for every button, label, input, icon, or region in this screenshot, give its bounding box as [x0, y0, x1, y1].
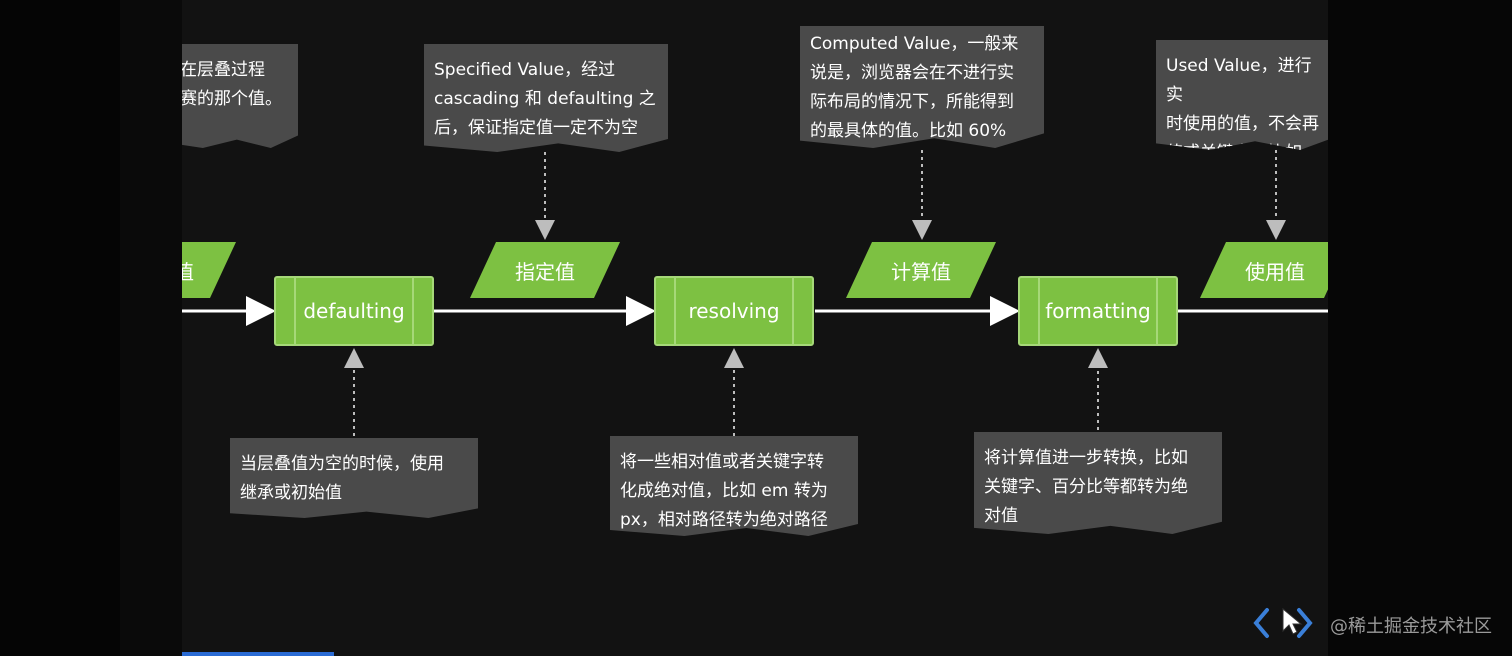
video-progress-bar[interactable] [182, 652, 334, 656]
parallelogram-computed: 计算值 [846, 242, 996, 298]
parallelogram-specified: 指定值 [470, 242, 620, 298]
note-formatting-bottom: 将计算值进一步转换，比如 关键字、百分比等都转为绝 对值 [974, 432, 1222, 534]
note-defaulting-bottom: 当层叠值为空的时候，使用 继承或初始值 [230, 438, 478, 518]
flow-connectors [182, 150, 1328, 436]
specified-label: 指定值 [515, 259, 575, 284]
watermark-text: @稀土掘金技术社区 [1330, 616, 1492, 637]
process-formatting: formatting [1018, 276, 1178, 346]
used-label: 使用值 [1245, 259, 1305, 284]
note-cascaded-top: 在层叠过程 赛的那个值。 [182, 44, 298, 148]
cascaded-label: 值 [182, 259, 194, 284]
note-used-top: Used Value，进行实 时使用的值，不会再 值或关键字。比如 4 [1156, 40, 1328, 150]
right-margin [1328, 0, 1512, 656]
formatting-label: formatting [1045, 299, 1151, 323]
parallelogram-cascaded: 值 [182, 242, 236, 298]
process-defaulting: defaulting [274, 276, 434, 346]
note-resolving-bottom: 将一些相对值或者关键字转 化成绝对值，比如 em 转为 px，相对路径转为绝对路… [610, 436, 858, 536]
cursor-icon [1282, 607, 1303, 635]
process-resolving: resolving [654, 276, 814, 346]
computed-label: 计算值 [891, 259, 951, 284]
defaulting-label: defaulting [303, 299, 405, 323]
note-specified-top: Specified Value，经过 cascading 和 defaultin… [424, 44, 668, 152]
resolving-label: resolving [688, 299, 780, 323]
parallelogram-used: 使用值 [1200, 242, 1328, 298]
chevron-left-icon[interactable] [1250, 606, 1272, 640]
slide-canvas: 在层叠过程 赛的那个值。 Specified Value，经过 cascadin… [182, 0, 1328, 656]
left-margin [0, 0, 120, 656]
note-computed-top: Computed Value，一般来 说是，浏览器会在不进行实 际布局的情况下，… [800, 26, 1044, 148]
chevron-right-icon[interactable] [1294, 606, 1316, 640]
